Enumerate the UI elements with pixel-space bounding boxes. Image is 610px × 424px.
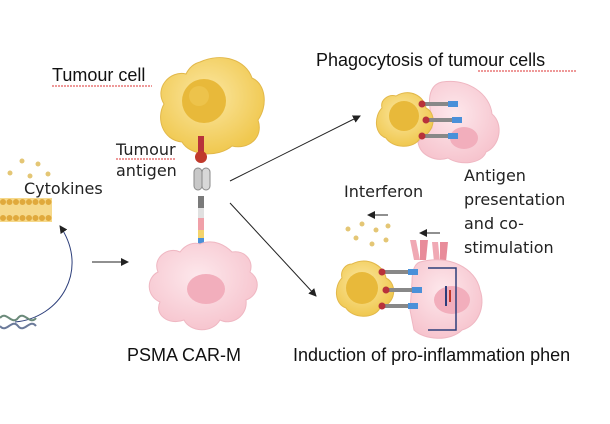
- induction-tumour-icon: [336, 260, 395, 317]
- phagocytosis-receptors: [418, 100, 462, 140]
- arrow-to-induction: [229, 202, 317, 297]
- arrow-to-phagocytosis: [229, 115, 361, 182]
- membrane-bead: [26, 215, 32, 221]
- membrane-bead: [26, 199, 32, 205]
- membrane-bead: [0, 215, 6, 221]
- dna-strand-icon: [0, 314, 37, 330]
- car-macrophage-icon: [148, 241, 258, 331]
- membrane-bead: [39, 215, 45, 221]
- membrane-fragment: [0, 198, 52, 222]
- antigen-presentation-label-3: and co-: [464, 214, 524, 233]
- interferon-dots: [345, 221, 391, 247]
- mhc-receptor-icon: [410, 240, 448, 262]
- signaling-bracket: [428, 267, 457, 331]
- membrane-bead: [32, 215, 39, 221]
- tumour-cell-label: Tumour cell: [52, 65, 145, 85]
- antigen-presentation-label-2: presentation: [464, 190, 565, 209]
- membrane-bead: [39, 199, 45, 205]
- induction-label: Induction of pro-inflammation phen: [293, 345, 570, 365]
- tumour-antigen-label-2: antigen: [116, 161, 177, 180]
- membrane-bead: [19, 199, 26, 205]
- tumour-antigen-label-1: Tumour: [115, 140, 176, 159]
- cytokines-label: Cytokines: [24, 179, 103, 198]
- induction-receptors: [378, 268, 422, 310]
- cytokine-dots-left: [7, 158, 51, 179]
- membrane-bead: [45, 199, 52, 205]
- antigen-presentation-label-1: Antigen: [464, 166, 526, 185]
- membrane-bead: [45, 215, 52, 221]
- interferon-label: Interferon: [344, 182, 423, 201]
- membrane-bead: [0, 199, 6, 205]
- cytokine-release-arrow: [14, 225, 73, 323]
- antigen-presentation-label-4: stimulation: [464, 238, 554, 257]
- phagocytosis-tumour-icon: [376, 92, 434, 147]
- membrane-bead: [13, 199, 19, 205]
- psma-car-m-label: PSMA CAR-M: [127, 345, 241, 365]
- membrane-bead: [6, 199, 13, 205]
- membrane-bead: [6, 215, 13, 221]
- membrane-bead: [13, 215, 19, 221]
- tumour-cell-icon: [160, 57, 265, 155]
- tumour-antigen-icon: [195, 136, 207, 163]
- membrane-bead: [32, 199, 39, 205]
- phagocytosis-label: Phagocytosis of tumour cells: [316, 50, 545, 70]
- car-receptor-icon: [193, 167, 211, 250]
- membrane-bead: [19, 215, 26, 221]
